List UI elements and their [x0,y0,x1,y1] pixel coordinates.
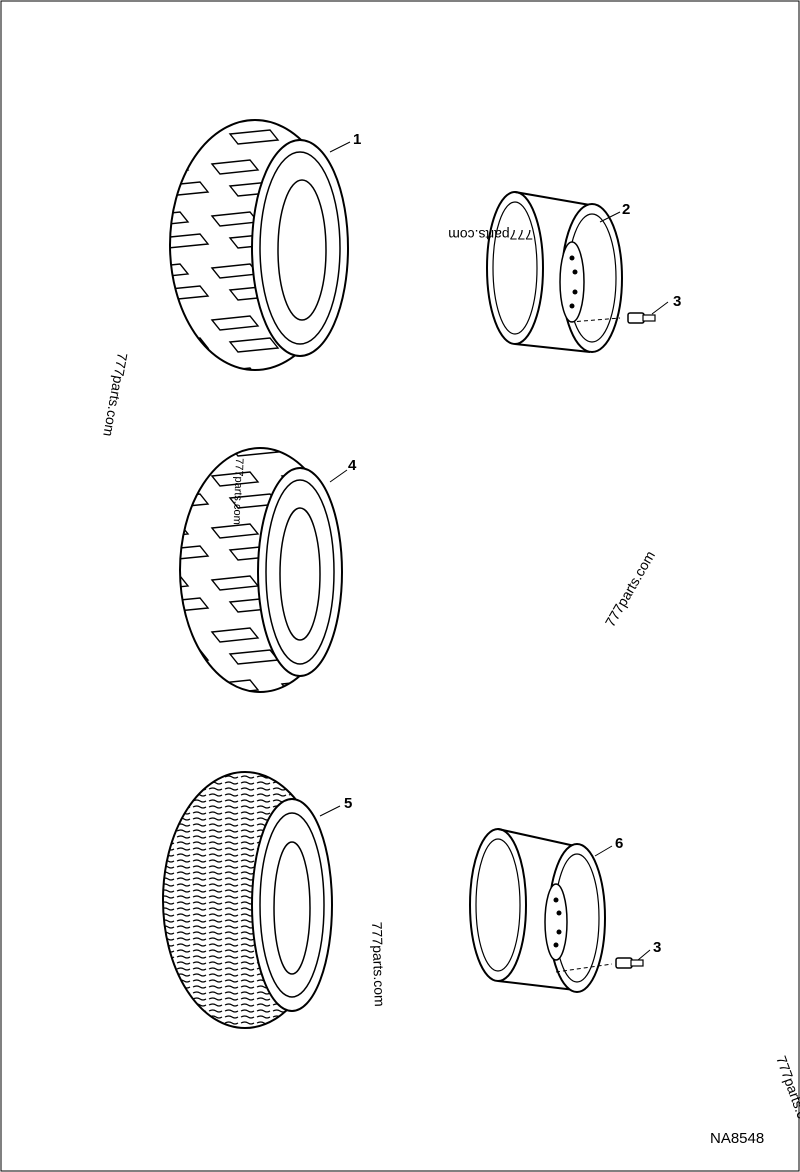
watermark-5: 777parts.com [369,922,388,1007]
reference-code: NA8548 [710,1130,764,1147]
tire-1-illustration [169,119,349,371]
tire-4-illustration [179,447,343,693]
rim-2-illustration [486,191,623,353]
callout-2: 2 [622,201,630,218]
callout-4: 4 [348,457,357,474]
callout-3-upper: 3 [673,293,681,310]
leader-lines [319,141,669,961]
callout-3-lower: 3 [653,939,661,956]
watermark-2: 777parts.com [448,227,533,243]
watermark-1: 777parts.com [100,351,130,437]
watermark-4: 777parts.com [602,548,658,629]
callout-1: 1 [353,131,361,148]
valve-stem-3-upper [627,312,656,324]
callout-6: 6 [615,835,623,852]
callout-5: 5 [344,795,352,812]
watermark-6: 777parts.c [773,1054,800,1121]
rim-6-illustration [469,828,613,993]
valve-stem-3-lower [615,957,644,969]
tire-5-illustration [162,771,333,1029]
watermark-3: 777parts.com [231,458,245,525]
